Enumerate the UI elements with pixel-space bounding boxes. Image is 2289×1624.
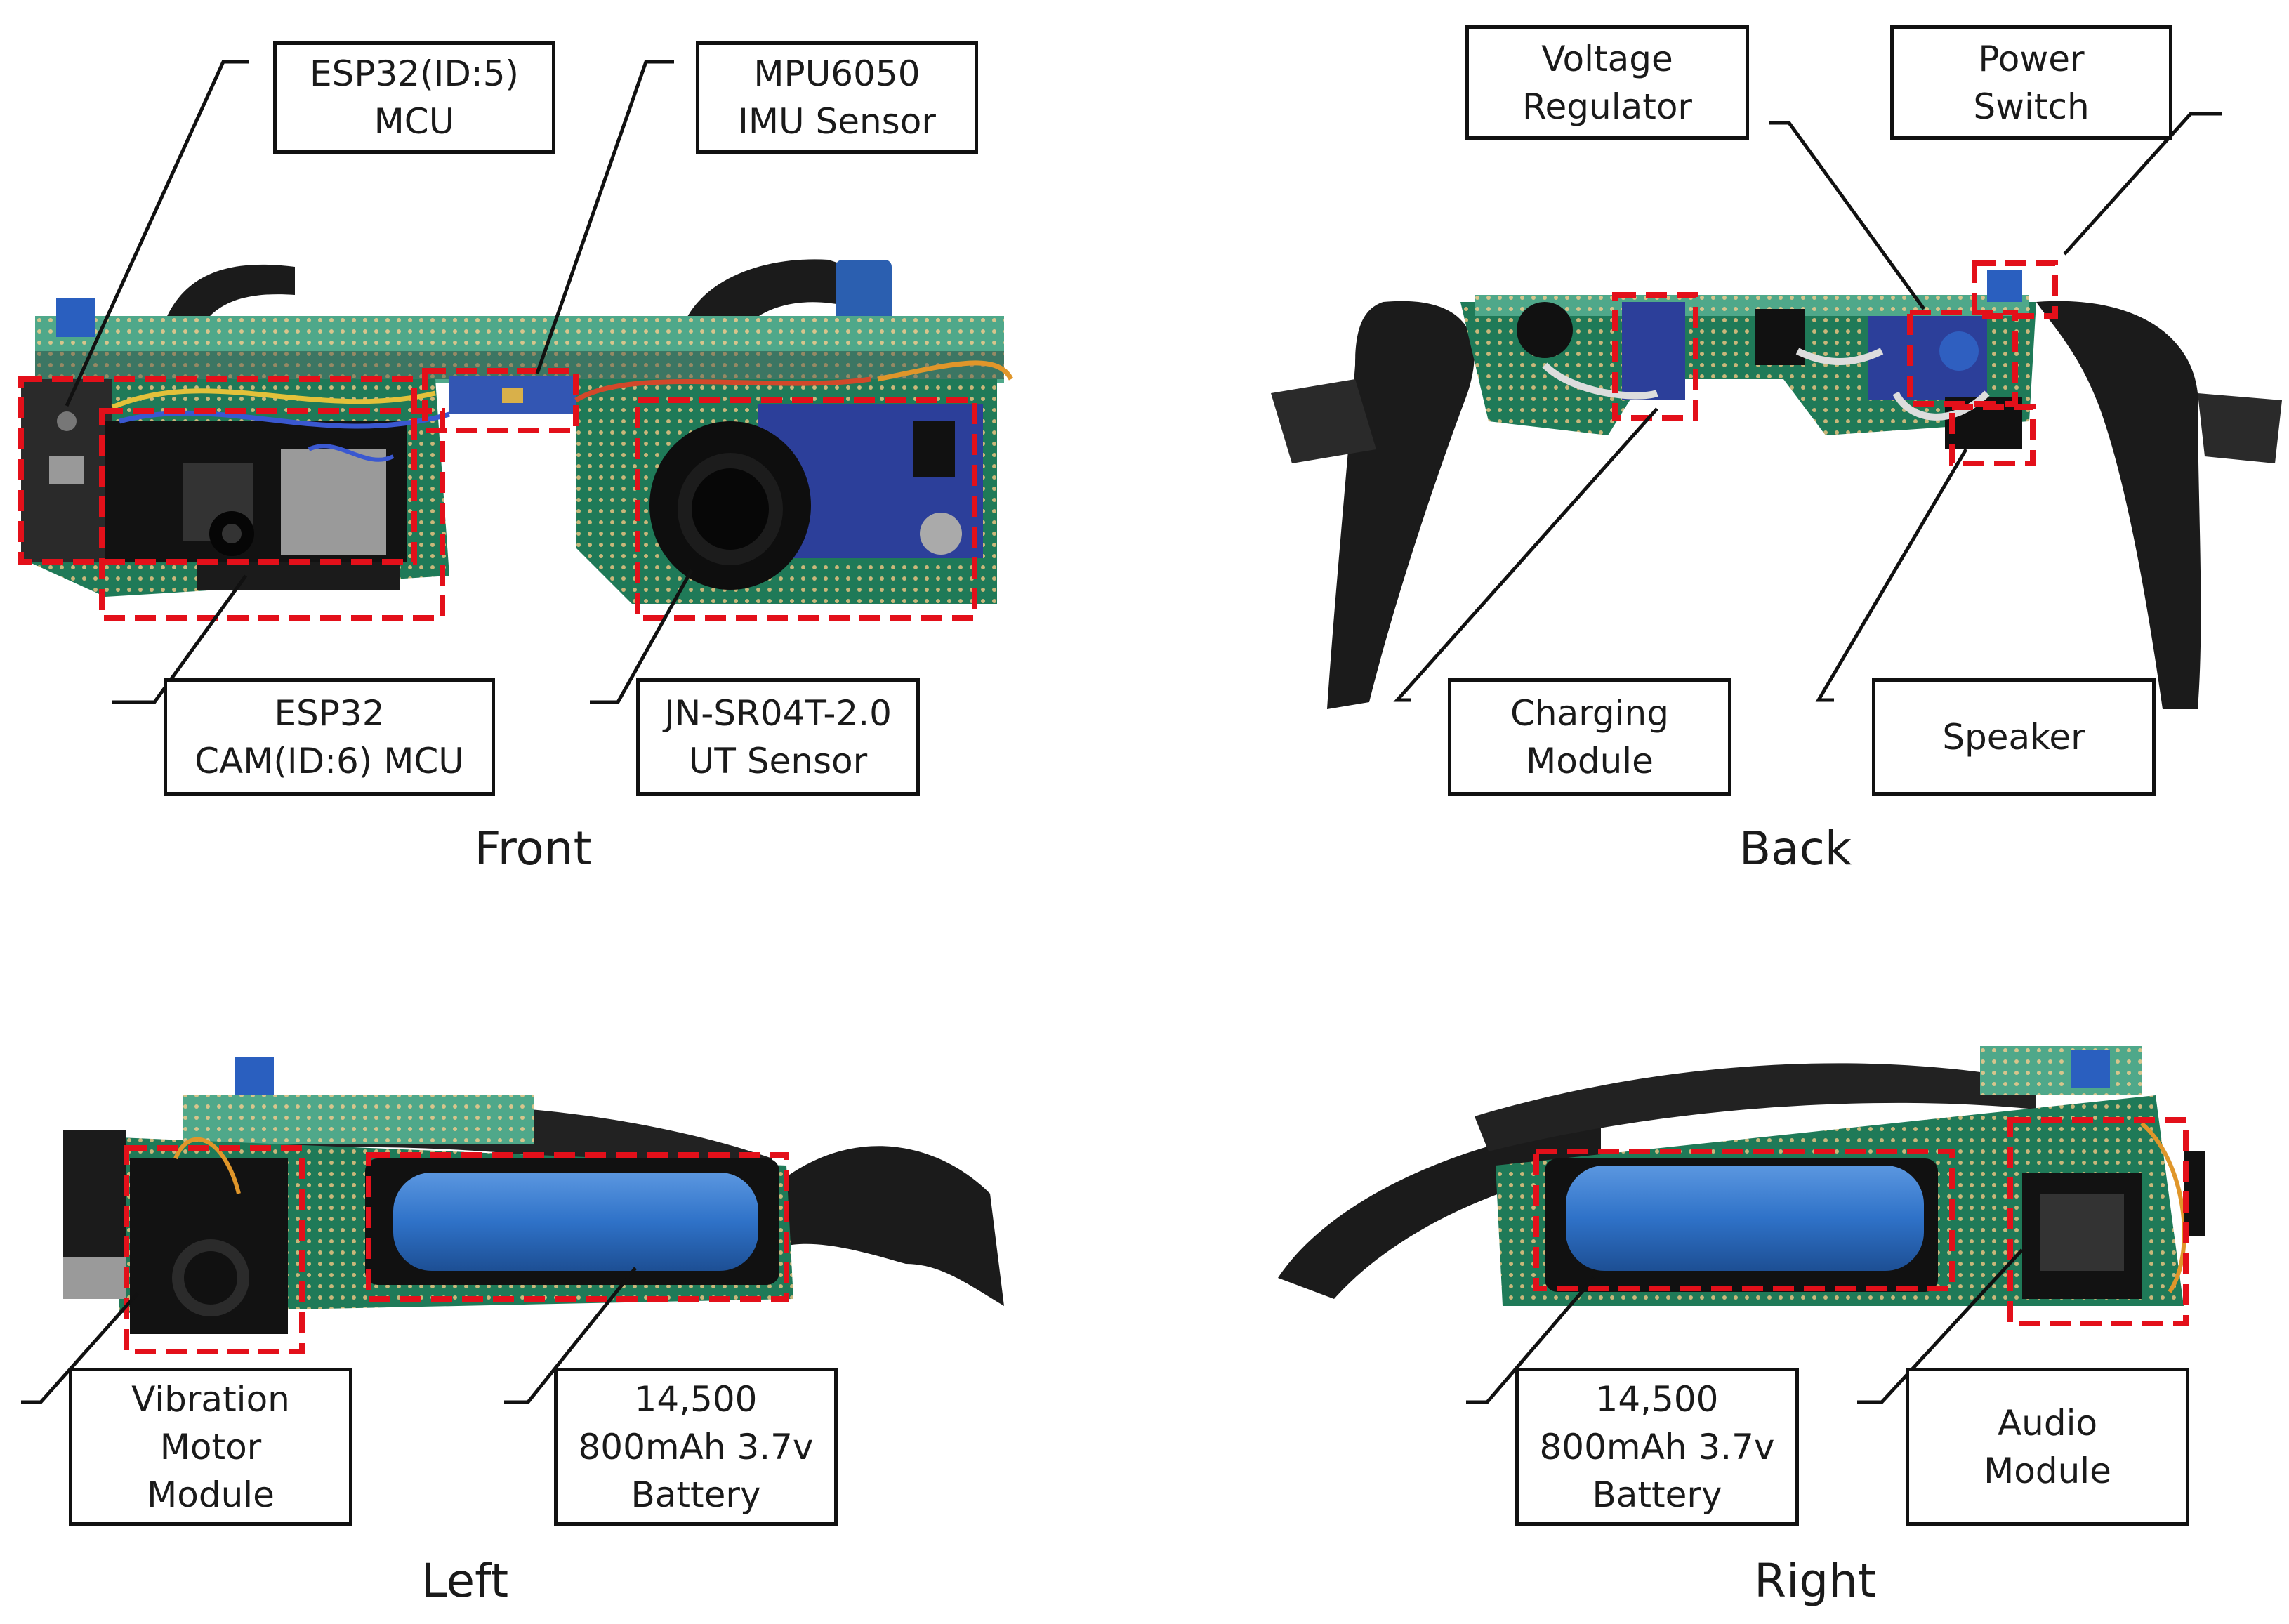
- label-line: Battery: [1592, 1474, 1722, 1515]
- label-back-charging-module: Charging Module: [1448, 678, 1731, 796]
- label-line: 14,500: [634, 1378, 758, 1420]
- front-leader-lines: [65, 60, 694, 704]
- back-right-temple: [2036, 301, 2201, 710]
- highlight-front-ut-sensor: [635, 397, 977, 621]
- label-line: Audio: [1997, 1402, 2098, 1444]
- view-title-right: Right: [1754, 1554, 1876, 1608]
- label-line: Motor: [159, 1426, 262, 1467]
- label-line: 800mAh 3.7v: [578, 1426, 814, 1467]
- left-leader-lines: [21, 1267, 637, 1404]
- label-left-vibration-motor: Vibration Motor Module: [69, 1368, 352, 1526]
- label-line: Voltage: [1541, 38, 1673, 79]
- highlight-right-audio-module: [2007, 1117, 2189, 1326]
- label-front-ut-sensor: JN-SR04T-2.0 UT Sensor: [636, 678, 920, 796]
- front-view-photo: [21, 259, 1014, 604]
- highlight-left-battery: [366, 1152, 789, 1302]
- highlight-left-vibration-motor: [124, 1145, 305, 1354]
- right-leader-lines: [1466, 1248, 2024, 1404]
- label-back-voltage-regulator: Voltage Regulator: [1465, 25, 1749, 140]
- label-line: Switch: [1973, 86, 2090, 127]
- left-battery: [393, 1173, 758, 1271]
- label-front-esp32-cam: ESP32 CAM(ID:6) MCU: [164, 678, 495, 796]
- label-left-battery: 14,500 800mAh 3.7v Battery: [554, 1368, 838, 1526]
- back-charging-board: [1622, 302, 1685, 400]
- highlight-back-charging-module: [1612, 292, 1698, 421]
- label-line: ESP32(ID:5): [309, 53, 520, 94]
- back-leader-lines: [1393, 112, 2222, 702]
- highlight-back-power-switch: [1972, 260, 2058, 319]
- highlight-front-esp32-cam: [99, 408, 445, 621]
- left-temple: [765, 1146, 1004, 1306]
- label-line: Vibration: [131, 1378, 290, 1420]
- label-line: Battery: [631, 1474, 761, 1515]
- front-blue-switch: [56, 298, 95, 337]
- back-view-photo: [1271, 270, 2282, 710]
- right-highlight-boxes: [1533, 1117, 2189, 1326]
- left-blue-switch: [235, 1057, 274, 1095]
- view-title-back: Back: [1739, 821, 1852, 876]
- label-right-audio-module: Audio Module: [1906, 1368, 2189, 1526]
- label-line: Regulator: [1522, 86, 1692, 127]
- label-line: MCU: [374, 101, 455, 142]
- view-title-left: Left: [421, 1554, 509, 1608]
- label-right-battery: 14,500 800mAh 3.7v Battery: [1515, 1368, 1799, 1526]
- label-line: IMU Sensor: [738, 101, 936, 142]
- back-highlight-boxes: [1612, 260, 2058, 466]
- label-line: MPU6050: [753, 53, 921, 94]
- label-front-mpu6050: MPU6050 IMU Sensor: [696, 41, 978, 154]
- label-line: 14,500: [1595, 1378, 1719, 1420]
- right-blue-switch: [2071, 1050, 2110, 1088]
- label-line: 800mAh 3.7v: [1539, 1426, 1775, 1467]
- label-line: Module: [1984, 1450, 2111, 1491]
- highlight-back-voltage-regulator: [1907, 310, 2018, 407]
- left-highlight-boxes: [124, 1145, 789, 1354]
- label-line: ESP32: [274, 692, 385, 734]
- label-line: Module: [1526, 740, 1654, 781]
- highlight-right-battery: [1533, 1149, 1955, 1291]
- back-power-switch: [1987, 270, 2022, 302]
- highlight-front-esp32-mcu: [18, 376, 417, 565]
- highlight-back-speaker: [1949, 404, 2036, 466]
- label-line: Speaker: [1942, 716, 2085, 758]
- view-title-front: Front: [474, 821, 592, 876]
- left-view-photo: [63, 1057, 1004, 1334]
- label-line: Module: [147, 1474, 275, 1515]
- front-highlight-boxes: [18, 368, 977, 621]
- label-line: CAM(ID:6) MCU: [194, 740, 464, 781]
- label-back-power-switch: Power Switch: [1890, 25, 2172, 140]
- right-battery: [1566, 1166, 1924, 1271]
- label-line: Charging: [1510, 692, 1669, 734]
- label-front-esp32-mcu: ESP32(ID:5) MCU: [273, 41, 555, 154]
- right-view-photo: [1278, 1046, 2205, 1306]
- label-line: UT Sensor: [688, 740, 868, 781]
- back-left-temple: [1327, 301, 1475, 710]
- highlight-front-mpu6050: [422, 368, 579, 433]
- label-line: JN-SR04T-2.0: [664, 692, 892, 734]
- label-back-speaker: Speaker: [1872, 678, 2156, 796]
- label-line: Power: [1978, 38, 2085, 79]
